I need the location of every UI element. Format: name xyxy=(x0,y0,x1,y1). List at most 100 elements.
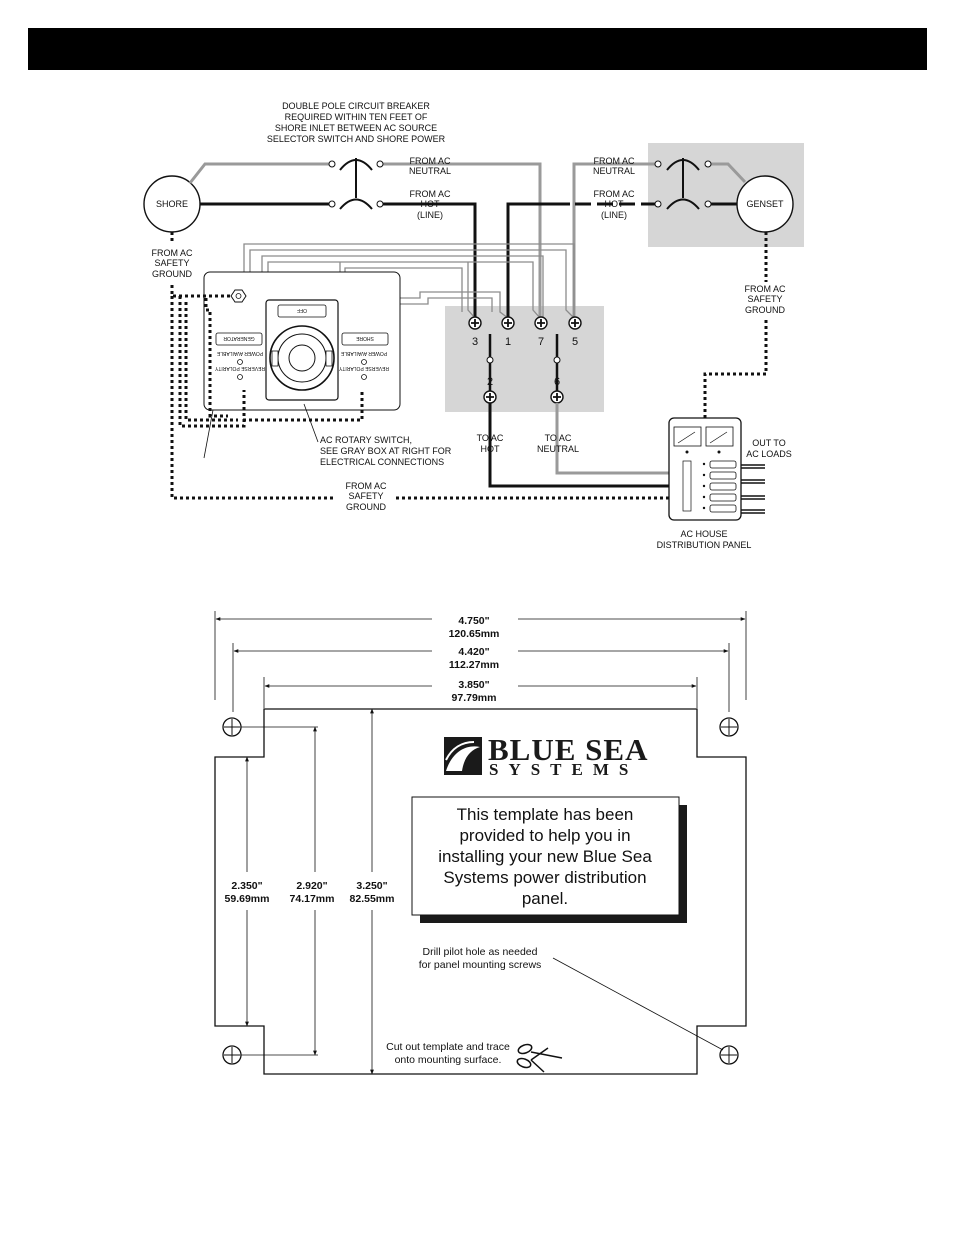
mounting-hole-tl xyxy=(222,717,242,737)
ac-load-wires xyxy=(741,464,765,514)
label-from-ac-neutral-right: FROM AC NEUTRAL xyxy=(593,156,635,176)
shore-neutral-wire xyxy=(188,162,542,318)
drill-leader xyxy=(552,957,724,1051)
svg-text:112.27mm: 112.27mm xyxy=(449,659,499,671)
header-bar xyxy=(28,28,927,70)
svg-text:GROUND: GROUND xyxy=(745,305,785,315)
terminal-5-label: 5 xyxy=(572,336,578,348)
svg-text:TO AC: TO AC xyxy=(477,433,504,443)
svg-text:FROM AC: FROM AC xyxy=(409,156,451,166)
terminal-3 xyxy=(468,316,482,330)
svg-text:3.850": 3.850" xyxy=(458,679,489,691)
ac-hot-output xyxy=(488,403,670,488)
svg-text:AC LOADS: AC LOADS xyxy=(746,449,792,459)
terminal-7-label: 7 xyxy=(538,336,544,348)
template-outline xyxy=(214,708,747,1075)
svg-text:59.69mm: 59.69mm xyxy=(225,893,270,905)
svg-text:provided to help you in: provided to help you in xyxy=(459,826,630,845)
svg-text:ELECTRICAL CONNECTIONS: ELECTRICAL CONNECTIONS xyxy=(320,457,444,467)
svg-text:FROM AC: FROM AC xyxy=(593,189,635,199)
switch-gen-power-label: POWER AVAILABLE xyxy=(216,350,263,356)
dim-outer-label: 4.750" 120.65mm xyxy=(449,615,500,640)
switch-shore-power-label: POWER AVAILABLE xyxy=(340,350,387,356)
svg-text:FROM AC: FROM AC xyxy=(744,284,786,294)
notice-box xyxy=(411,796,680,916)
svg-text:Drill pilot hole as needed: Drill pilot hole as needed xyxy=(423,946,538,958)
svg-text:This template has been: This template has been xyxy=(457,805,634,824)
logo-line2: SYSTEMS xyxy=(489,760,638,779)
ground-stud xyxy=(230,289,247,303)
dimension-lines xyxy=(214,611,747,1075)
genset-hot-wire xyxy=(506,202,570,318)
label-genset-ground: FROM AC SAFETY GROUND xyxy=(744,284,786,315)
mounting-hole-bl xyxy=(222,1045,242,1065)
svg-text:Systems power distribution: Systems power distribution xyxy=(443,868,646,887)
switch-off-label: OFF xyxy=(297,307,307,313)
drill-note: Drill pilot hole as needed for panel mou… xyxy=(419,946,542,971)
terminal-1-label: 1 xyxy=(505,336,511,348)
svg-text:FROM AC: FROM AC xyxy=(345,481,387,491)
label-bottom-ground: FROM AC SAFETY GROUND xyxy=(345,481,387,512)
svg-text:NEUTRAL: NEUTRAL xyxy=(537,444,579,454)
terminal-5 xyxy=(568,316,582,330)
svg-text:OUT TO: OUT TO xyxy=(752,438,786,448)
svg-text:HOT: HOT xyxy=(605,199,625,209)
svg-text:onto mounting surface.: onto mounting surface. xyxy=(395,1054,502,1066)
svg-text:GROUND: GROUND xyxy=(346,502,386,512)
svg-text:SAFETY: SAFETY xyxy=(747,294,782,304)
label-distribution-panel: AC HOUSE DISTRIBUTION PANEL xyxy=(657,529,752,550)
dim-v1-label: 2.350" 59.69mm xyxy=(225,880,270,905)
svg-text:HOT: HOT xyxy=(481,444,501,454)
shore-breaker xyxy=(328,158,384,210)
svg-text:SAFETY: SAFETY xyxy=(348,491,383,501)
svg-text:FROM AC: FROM AC xyxy=(151,248,193,258)
svg-text:GROUND: GROUND xyxy=(152,269,192,279)
svg-text:installing your new Blue Sea: installing your new Blue Sea xyxy=(438,847,652,866)
svg-text:DISTRIBUTION PANEL: DISTRIBUTION PANEL xyxy=(657,540,752,550)
svg-text:FROM AC: FROM AC xyxy=(593,156,635,166)
svg-text:SHORE INLET BETWEEN AC SOURCE: SHORE INLET BETWEEN AC SOURCE xyxy=(275,123,437,133)
label-to-ac-hot: TO AC HOT xyxy=(477,433,504,454)
label-from-ac-hot-left: FROM AC HOT (LINE) xyxy=(409,189,451,220)
svg-text:SEE GRAY BOX AT RIGHT FOR: SEE GRAY BOX AT RIGHT FOR xyxy=(320,446,452,456)
label-rotary-switch: AC ROTARY SWITCH, SEE GRAY BOX AT RIGHT … xyxy=(320,435,452,467)
svg-text:4.750": 4.750" xyxy=(458,615,489,627)
terminal-1 xyxy=(501,316,515,330)
svg-text:97.79mm: 97.79mm xyxy=(452,692,497,704)
blue-sea-logo xyxy=(444,737,482,775)
svg-text:120.65mm: 120.65mm xyxy=(449,628,500,640)
notice-text: This template has been provided to help … xyxy=(438,805,652,908)
svg-text:TO AC: TO AC xyxy=(545,433,572,443)
svg-text:DOUBLE POLE CIRCUIT BREAKER: DOUBLE POLE CIRCUIT BREAKER xyxy=(282,101,430,111)
svg-text:3.250": 3.250" xyxy=(356,880,387,892)
breaker-note: DOUBLE POLE CIRCUIT BREAKER REQUIRED WIT… xyxy=(267,101,446,144)
svg-text:Cut out template and trace: Cut out template and trace xyxy=(386,1041,510,1053)
svg-text:AC ROTARY SWITCH,: AC ROTARY SWITCH, xyxy=(320,435,412,445)
label-to-ac-neutral: TO AC NEUTRAL xyxy=(537,433,579,454)
switch-poles xyxy=(486,334,561,391)
scissors-icon xyxy=(516,1043,563,1073)
genset-breaker xyxy=(654,158,712,210)
logo-line1: BLUE SEA xyxy=(488,732,648,767)
dim-mid-label: 4.420" 112.27mm xyxy=(449,646,499,671)
svg-text:2.920": 2.920" xyxy=(296,880,327,892)
svg-text:SAFETY: SAFETY xyxy=(154,258,189,268)
label-from-ac-hot-right: FROM AC HOT (LINE) xyxy=(593,189,635,220)
shore-label: SHORE xyxy=(156,199,188,209)
safety-ground-wires xyxy=(170,232,768,500)
mounting-hole-br xyxy=(719,1045,739,1065)
svg-text:(LINE): (LINE) xyxy=(601,210,627,220)
rotary-switch-panel xyxy=(203,271,401,411)
switch-generator-label: GENERATOR xyxy=(223,335,255,341)
dim-v3-label: 3.250" 82.55mm xyxy=(350,880,395,905)
svg-text:FROM AC: FROM AC xyxy=(409,189,451,199)
mounting-hole-tr xyxy=(719,717,739,737)
switch-link-wires xyxy=(243,243,575,319)
terminal-7 xyxy=(534,316,548,330)
svg-text:4.420": 4.420" xyxy=(458,646,489,658)
label-shore-ground: FROM AC SAFETY GROUND xyxy=(151,248,193,279)
genset-label: GENSET xyxy=(746,199,784,209)
svg-text:(LINE): (LINE) xyxy=(417,210,443,220)
